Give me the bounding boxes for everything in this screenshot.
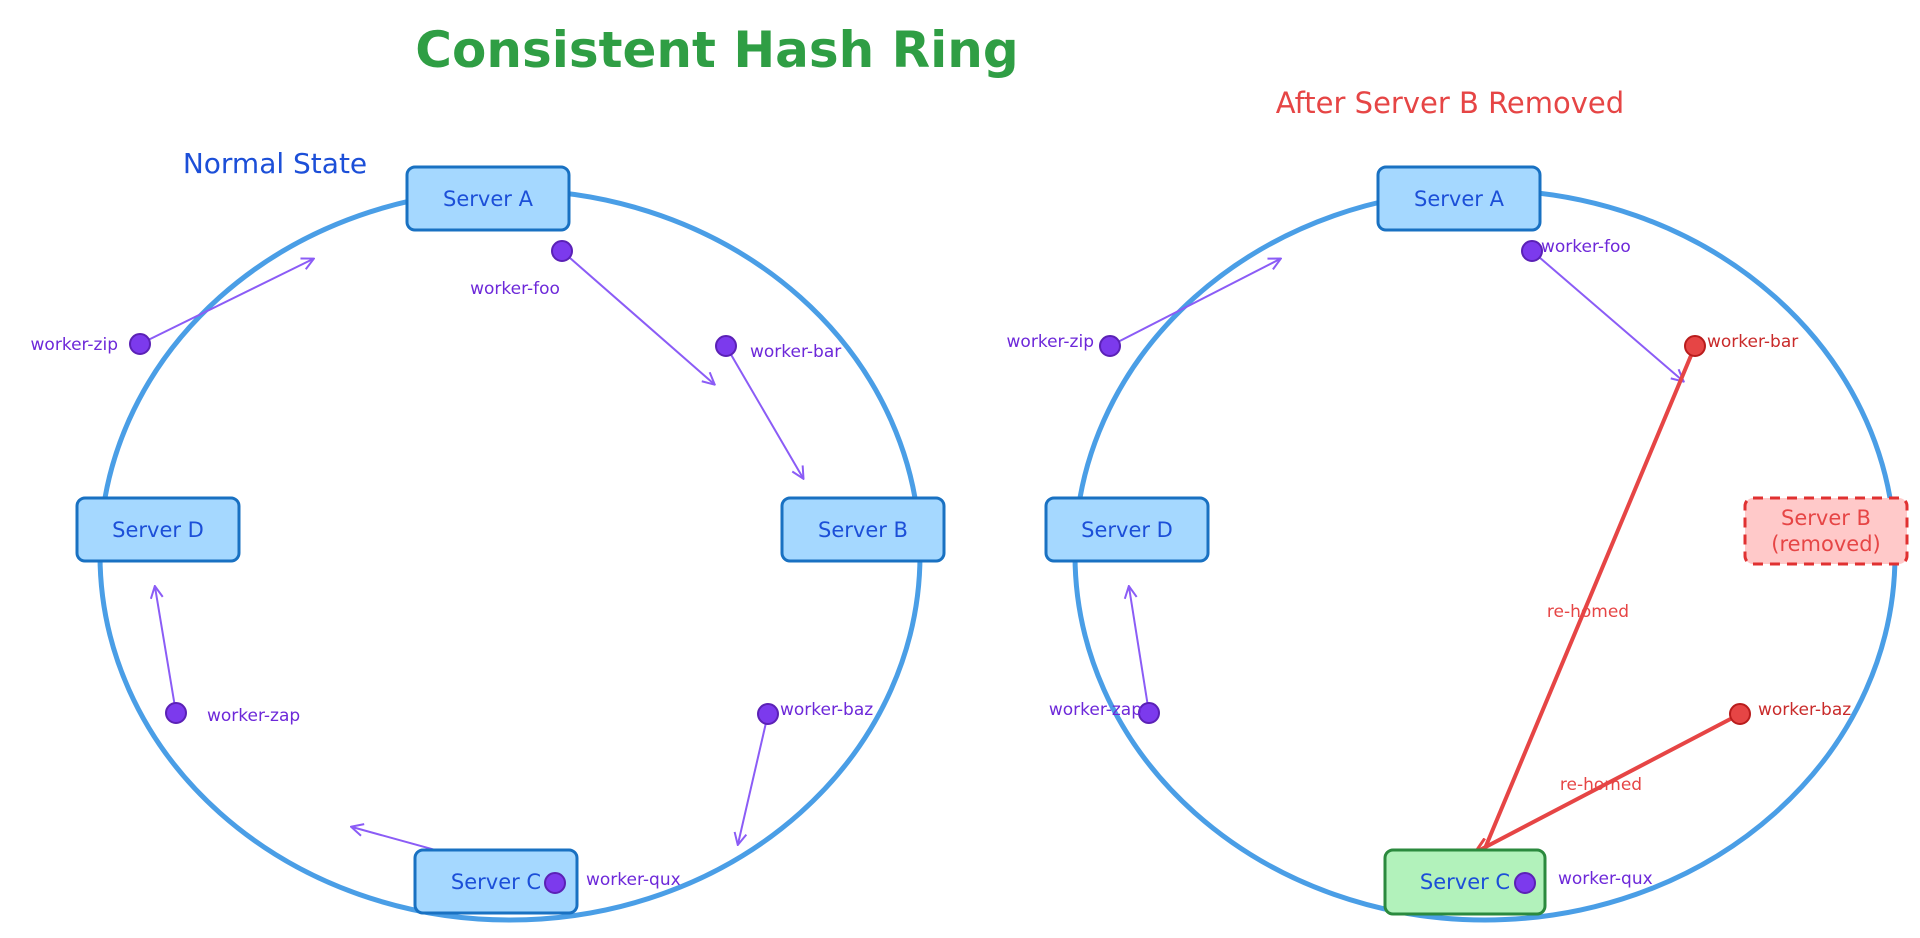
- left-worker-qux-label: worker-qux: [586, 870, 681, 890]
- right-worker-zap: worker-zap: [1049, 700, 1160, 724]
- arrow-zip-to-ring: [139, 259, 313, 345]
- right-server-d-label: Server D: [1081, 518, 1173, 542]
- right-server-d: Server D: [1044, 496, 1210, 563]
- left-worker-bar-label: worker-bar: [750, 342, 841, 362]
- right-worker-qux-label: worker-qux: [1558, 869, 1653, 889]
- left-server-c-label: Server C: [451, 870, 541, 894]
- left-server-a-label: Server A: [443, 187, 534, 211]
- left-worker-baz-label: worker-baz: [780, 700, 873, 720]
- arrow-bar-to-server-b: [725, 345, 803, 478]
- right-worker-zap-label: worker-zap: [1049, 700, 1142, 720]
- right-heading: After Server B Removed: [1276, 86, 1624, 120]
- right-server-c-new-owner: Server C: [1383, 848, 1547, 916]
- right-ring-group: After Server B Removed Server A Server B…: [1007, 86, 1909, 923]
- right-worker-zip-label: worker-zip: [1007, 332, 1094, 352]
- right-worker-baz-label: worker-baz: [1758, 700, 1851, 720]
- right-worker-foo: worker-foo: [1521, 237, 1631, 262]
- left-server-d: Server D: [75, 496, 241, 563]
- left-worker-zap-label: worker-zap: [207, 706, 300, 726]
- left-worker-qux: worker-qux: [544, 870, 681, 894]
- left-ring-group: Normal State Server A Server B Server C …: [31, 147, 946, 923]
- arrow-zip-to-ring-right: [1109, 259, 1280, 347]
- left-server-c: Server C: [413, 848, 579, 915]
- arrow-baz-to-server-c: [738, 713, 769, 844]
- right-worker-qux: worker-qux: [1514, 869, 1653, 894]
- right-worker-baz-rehomed: worker-baz: [1729, 700, 1851, 725]
- left-worker-baz: worker-baz: [757, 700, 873, 725]
- left-worker-zip: worker-zip: [31, 333, 151, 355]
- right-server-a: Server A: [1376, 165, 1542, 232]
- right-worker-bar-label: worker-bar: [1707, 332, 1798, 352]
- arrow-zap-to-server-d: [155, 587, 177, 714]
- left-worker-bar: worker-bar: [715, 335, 841, 362]
- rehomed-arrow-bar: [1478, 345, 1697, 865]
- right-worker-zip: worker-zip: [1007, 332, 1121, 357]
- right-server-a-label: Server A: [1414, 187, 1505, 211]
- rehomed-label-bar: re-homed: [1547, 602, 1629, 622]
- right-worker-foo-label: worker-foo: [1541, 237, 1631, 257]
- left-server-b-label: Server B: [818, 518, 908, 542]
- left-worker-zip-label: worker-zip: [31, 335, 118, 355]
- right-worker-bar-rehomed: worker-bar: [1684, 332, 1798, 357]
- rehomed-arrow-baz: [1476, 712, 1741, 852]
- left-heading: Normal State: [183, 147, 367, 180]
- right-server-b-label-line1: Server B: [1781, 506, 1871, 530]
- arrow-foo-to-bar-right: [1531, 250, 1683, 381]
- left-server-a: Server A: [405, 165, 571, 232]
- left-worker-foo-label: worker-foo: [470, 279, 560, 299]
- right-server-b-label-line2: (removed): [1771, 532, 1880, 556]
- left-server-b: Server B: [780, 496, 946, 563]
- left-worker-foo: worker-foo: [470, 240, 573, 299]
- left-server-d-label: Server D: [112, 518, 204, 542]
- right-server-c-label: Server C: [1420, 870, 1510, 894]
- arrow-zap-to-server-d-right: [1129, 587, 1150, 714]
- rehomed-label-baz: re-homed: [1560, 775, 1642, 795]
- diagram-title: Consistent Hash Ring: [415, 21, 1018, 79]
- arrow-foo-to-bar: [561, 250, 714, 384]
- left-worker-zap: worker-zap: [165, 702, 300, 726]
- right-server-b-removed: Server B (removed): [1743, 496, 1909, 566]
